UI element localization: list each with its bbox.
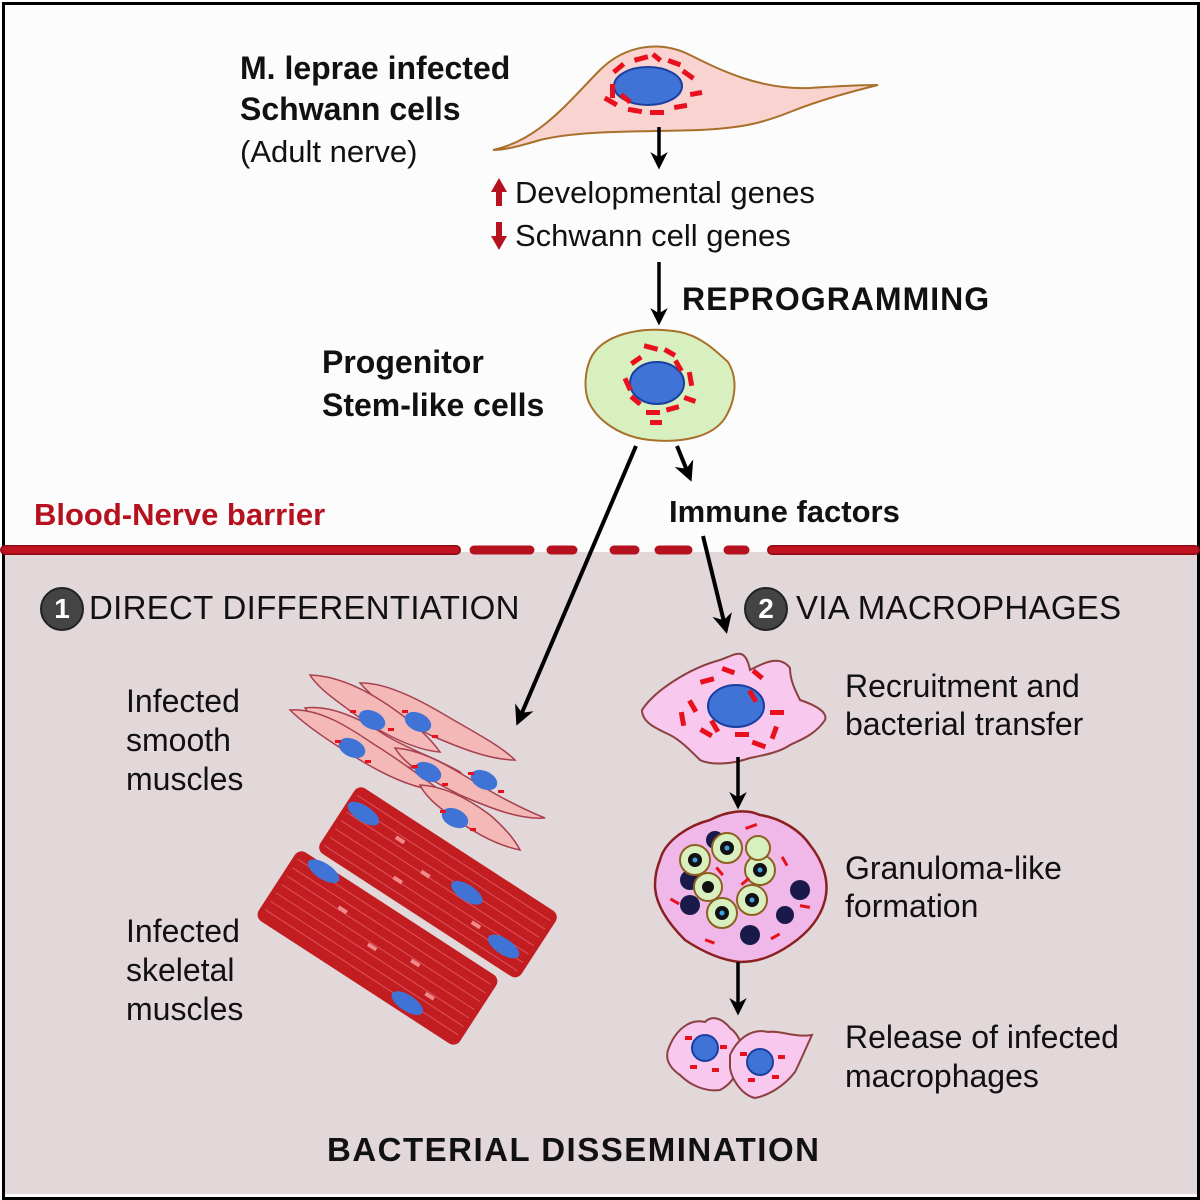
skeletal-muscle-illustration bbox=[257, 787, 557, 1045]
immune-factors-label: Immune factors bbox=[669, 494, 900, 529]
pathway-2-badge: 2 bbox=[744, 587, 788, 631]
arrow-to-macrophages bbox=[701, 535, 732, 634]
released-macrophages-illustration bbox=[666, 1017, 814, 1100]
schwann-cells-label-line2: Schwann cells bbox=[240, 91, 461, 127]
progenitor-cell-illustration bbox=[584, 328, 736, 442]
smooth-muscles-label-line1: Infected bbox=[126, 683, 240, 719]
skeletal-muscles-label-line3: muscles bbox=[126, 991, 244, 1027]
granuloma-illustration bbox=[653, 810, 828, 964]
pathway-1-badge: 1 bbox=[40, 587, 84, 631]
schwann-cell-illustration bbox=[492, 45, 879, 151]
granuloma-label-line1: Granuloma-like bbox=[845, 850, 1062, 886]
bacterial-dissemination-label: BACTERIAL DISSEMINATION bbox=[327, 1131, 821, 1168]
gene-down-icon bbox=[491, 222, 507, 250]
release-label-line1: Release of infected bbox=[845, 1019, 1119, 1055]
gene-up-icon bbox=[491, 178, 507, 206]
tissue-region-background bbox=[5, 552, 1197, 1194]
arrow-to-immune-factors bbox=[674, 445, 694, 482]
skeletal-muscles-label-line2: skeletal bbox=[126, 952, 235, 988]
adult-nerve-label: (Adult nerve) bbox=[240, 134, 418, 169]
smooth-muscles-label-line2: smooth bbox=[126, 722, 231, 758]
smooth-muscles-label-line3: muscles bbox=[126, 761, 244, 797]
recruitment-label-line1: Recruitment and bbox=[845, 668, 1080, 704]
direct-differentiation-label: DIRECT DIFFERENTIATION bbox=[89, 589, 520, 626]
reprogramming-label: REPROGRAMMING bbox=[682, 281, 991, 317]
release-label-line2: macrophages bbox=[845, 1058, 1039, 1094]
schwann-cells-label: M. leprae infected bbox=[240, 50, 511, 86]
arrow-to-direct-differentiation bbox=[515, 445, 638, 726]
blood-nerve-barrier-label: Blood-Nerve barrier bbox=[34, 497, 326, 532]
developmental-genes-label: Developmental genes bbox=[515, 175, 815, 210]
schwann-cell-genes-label: Schwann cell genes bbox=[515, 218, 791, 253]
skeletal-muscles-label-line1: Infected bbox=[126, 913, 240, 949]
bacteria-cluster bbox=[603, 52, 703, 115]
via-macrophages-label: VIA MACROPHAGES bbox=[796, 589, 1122, 626]
recruitment-label-line2: bacterial transfer bbox=[845, 706, 1084, 742]
progenitor-label: Progenitor bbox=[322, 344, 484, 380]
granuloma-label-line2: formation bbox=[845, 888, 979, 924]
macrophage-recruitment-illustration bbox=[640, 652, 827, 765]
stem-like-cells-label: Stem-like cells bbox=[322, 387, 545, 423]
smooth-muscle-cells-illustration bbox=[288, 674, 546, 852]
